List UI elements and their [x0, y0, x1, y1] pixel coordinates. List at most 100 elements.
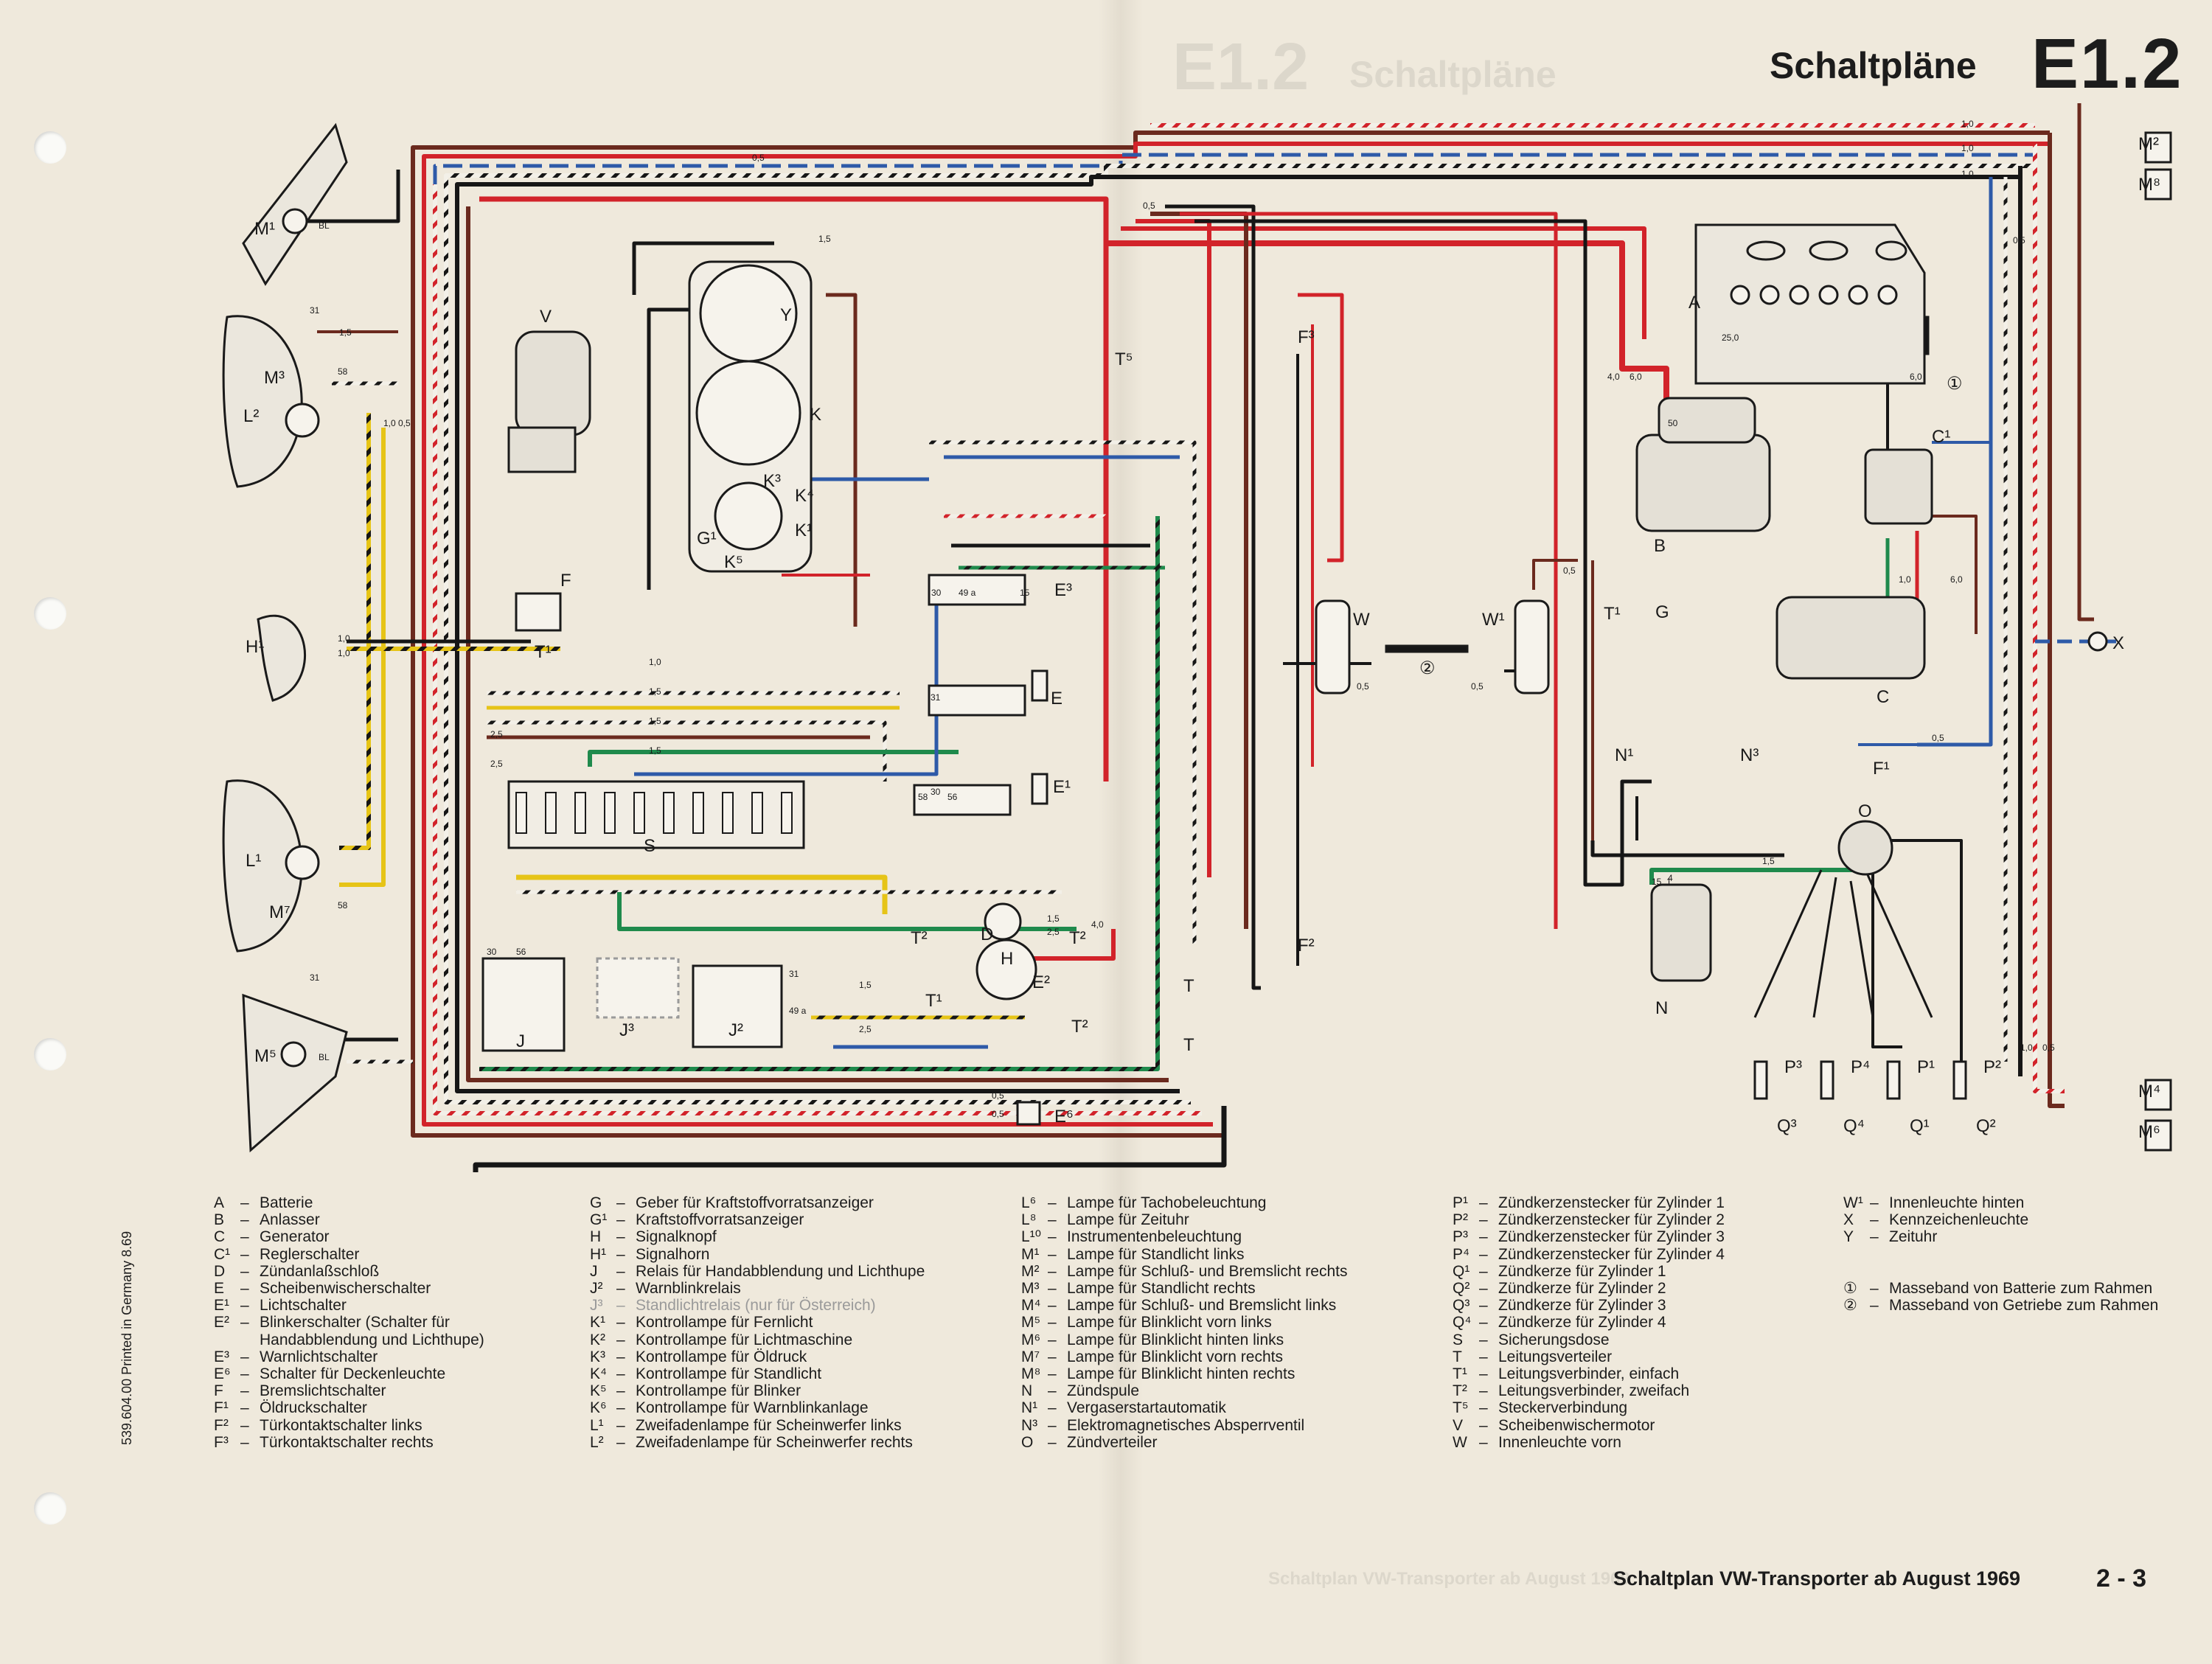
label-w1: W¹ [1482, 610, 1505, 630]
legend-column-1: A–Batterie B–Anlasser C–Generator C¹–Reg… [214, 1194, 484, 1451]
label-m3: M³ [264, 368, 285, 388]
bulb-m5-icon [280, 1041, 307, 1068]
wire-gauge: 0,5 [1563, 565, 1576, 576]
binder-hole [34, 597, 66, 630]
wire-gauge: 1,5 [649, 745, 661, 756]
wire-gauge: 0,5 [992, 1090, 1004, 1101]
label-t2: T² [1069, 928, 1086, 948]
label-f: F [560, 571, 571, 591]
legend-row: L⁸–Lampe für Zeituhr [1021, 1211, 1189, 1229]
legend-row: M²–Lampe für Schluß- und Bremslicht rech… [1021, 1262, 1348, 1280]
wiper-switch-e [928, 684, 1026, 717]
label-n3: N³ [1740, 745, 1759, 765]
wire-gauge: 25,0 [1722, 333, 1739, 343]
legend-row: M⁷–Lampe für Blinklicht vorn rechts [1021, 1348, 1283, 1365]
spark-plug-q3-icon [1753, 1060, 1768, 1100]
label-f3: F³ [1298, 327, 1315, 347]
bulb-m1-icon [282, 208, 308, 234]
label-v: V [540, 307, 552, 327]
legend-row: N¹–Vergaserstartautomatik [1021, 1399, 1226, 1417]
headlamp-housing-l1 [222, 779, 303, 953]
legend-row: F–Bremslichtschalter [214, 1382, 386, 1400]
rear-lamp-m6-icon [2144, 1119, 2172, 1152]
legend-row: K⁴–Kontrollampe für Standlicht [590, 1365, 822, 1383]
legend-column-2: G–Geber für Kraftstoffvorratsanzeiger G¹… [590, 1194, 925, 1451]
legend-row: J²–Warnblinkrelais [590, 1280, 741, 1298]
wire-gauge: 0,5 [2013, 235, 2025, 246]
legend-row: ②–Masseband von Getriebe zum Rahmen [1843, 1296, 2159, 1314]
bulb-l1-icon [285, 845, 320, 880]
terminal: 1 [1666, 877, 1672, 887]
license-lamp-x-icon [2087, 631, 2108, 652]
label-t5: T⁵ [1115, 349, 1133, 369]
wire-gauge: 1,0 [383, 418, 396, 428]
label-q1: Q¹ [1910, 1116, 1930, 1136]
label-k: K [810, 405, 821, 425]
regulator-c1-icon [1864, 448, 1933, 525]
horn-housing-h1 [257, 614, 306, 702]
label-k3: K³ [763, 471, 781, 491]
legend-row: L²–Zweifadenlampe für Scheinwerfer recht… [590, 1433, 913, 1451]
legend-row: K¹–Kontrollampe für Fernlicht [590, 1314, 813, 1331]
wire-gauge: 1,0 [2020, 1042, 2033, 1053]
wire-gauge: 2,5 [859, 1024, 872, 1034]
fuse-row [515, 792, 793, 834]
terminal: 30 [931, 588, 942, 598]
legend-row: K⁵–Kontrollampe für Blinker [590, 1382, 801, 1400]
legend-row: H¹–Signalhorn [590, 1245, 710, 1263]
terminal: BL [319, 220, 330, 231]
label-p1: P¹ [1917, 1057, 1935, 1077]
warning-lamps-icon [714, 481, 783, 551]
relay-j [481, 957, 566, 1052]
terminal: 4 [1668, 873, 1673, 883]
legend-row: W–Innenleuchte vorn [1453, 1433, 1621, 1451]
ghost-section-mirror: E1.2 [1172, 30, 1310, 104]
light-switch-e1 [913, 784, 1012, 816]
legend-column-3: L⁶–Lampe für Tachobeleuchtung L⁸–Lampe f… [1021, 1194, 1347, 1451]
terminal: 30 [931, 787, 941, 797]
terminal: 58 [918, 792, 928, 802]
legend-row: Y–Zeituhr [1843, 1228, 1938, 1246]
label-s: S [644, 836, 655, 856]
switch-e3 [928, 574, 1026, 606]
ignition-coil-n-icon [1650, 883, 1712, 982]
legend-row: T–Leitungsverteiler [1453, 1348, 1613, 1365]
label-t2-lower: T² [1071, 1017, 1088, 1037]
interior-light-w1-icon [1514, 599, 1550, 695]
wire-harness [295, 103, 2124, 1172]
legend-row: M¹–Lampe für Standlicht links [1021, 1245, 1245, 1263]
wire-gauge: 1,5 [1047, 913, 1060, 924]
legend-row: S–Sicherungsdose [1453, 1331, 1610, 1348]
wire-labels: 0,5 1,5 0,5 1,0 1,0 1,0 25,0 4,0 6,0 6,0… [310, 119, 2055, 1119]
brake-switch-icon [515, 592, 562, 632]
relay-j3 [596, 957, 680, 1019]
rear-lamp-m8-icon [2144, 168, 2172, 201]
wire-gauge: 2,5 [490, 729, 503, 739]
wire-gauge: 0,5 [1357, 681, 1369, 692]
label-mass-1: ① [1947, 374, 1963, 394]
label-p3: P³ [1784, 1057, 1802, 1077]
legend-row: P³–Zündkerzenstecker für Zylinder 3 [1453, 1228, 1725, 1246]
binder-hole [34, 131, 66, 164]
wire-gauge: 2,5 [1047, 927, 1060, 937]
binder-hole [34, 1038, 66, 1071]
wire-gauge: 1,5 [1762, 856, 1775, 866]
terminal: 58 [338, 900, 348, 911]
section-number: E1.2 [2031, 24, 2183, 103]
legend-row: K⁶–Kontrollampe für Warnblinkanlage [590, 1399, 869, 1417]
legend-row: X–Kennzeichenleuchte [1843, 1211, 2029, 1229]
label-m6: M⁶ [2138, 1122, 2160, 1142]
rear-lamp-m2-icon [2144, 131, 2172, 164]
wire-gauge: 1,0 [1961, 143, 1974, 153]
label-t: T [1183, 976, 1194, 996]
label-c1: C¹ [1932, 427, 1950, 447]
legend-row: F²–Türkontaktschalter links [214, 1416, 422, 1434]
legend-row: E²–Blinkerschalter (Schalter für [214, 1314, 450, 1331]
wire-gauge: 1,5 [859, 980, 872, 990]
wire-gauge: 1,0 [649, 657, 661, 667]
legend-row: E³–Warnlichtschalter [214, 1348, 378, 1365]
wire-gauge: 0,5 [398, 418, 411, 428]
wire-gauge: 1,0 [338, 648, 350, 658]
legend-row: N–Zündspule [1021, 1382, 1140, 1400]
binder-hole [34, 1492, 66, 1525]
